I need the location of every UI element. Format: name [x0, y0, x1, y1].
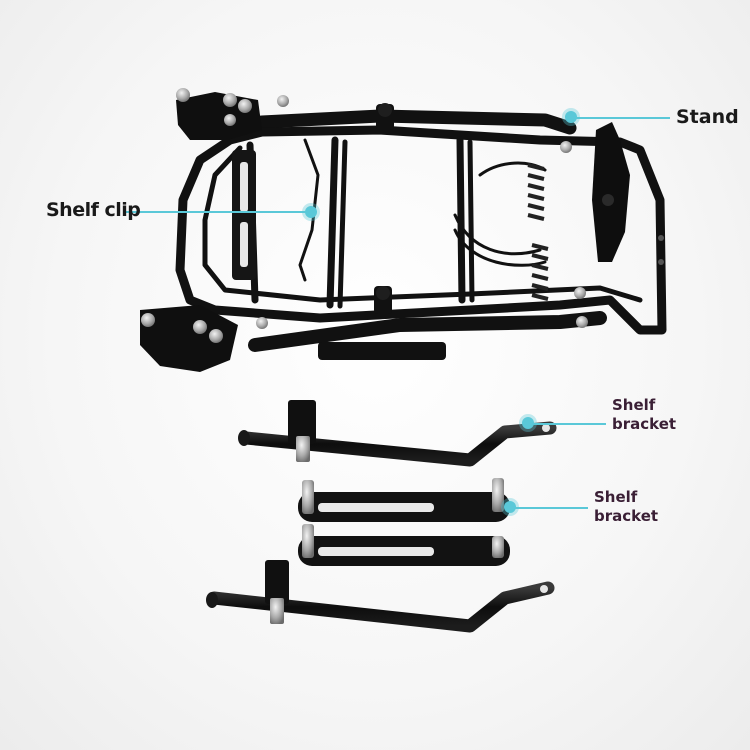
shelf-bracket-bottom-line1: Shelf	[594, 488, 638, 506]
shelf-bracket-top-line1: Shelf	[612, 396, 656, 414]
frame-slot-plate	[232, 150, 256, 280]
shelf-clip-label: Shelf clip	[46, 199, 141, 221]
bracket-top-callout-dot	[522, 417, 534, 429]
slotted-plate-lower	[298, 524, 510, 566]
stand-callout-line	[572, 117, 670, 119]
bracket-bottom-callout-line	[512, 507, 588, 509]
rack-frame	[175, 109, 667, 360]
upper-long-bracket	[238, 400, 557, 467]
top-left-clamp	[176, 88, 289, 140]
shelf-bracket-bottom-label: Shelf bracket	[594, 488, 658, 526]
shelf-bracket-top-label: Shelf bracket	[612, 396, 676, 434]
bracket-top-callout-line	[530, 423, 606, 425]
slotted-plate-upper	[298, 478, 510, 522]
stand-label: Stand	[676, 106, 739, 128]
shelf-bracket-top-line2: bracket	[612, 415, 677, 433]
stand-callout-dot	[565, 111, 577, 123]
shelf-bracket-bottom-line2: bracket	[594, 507, 659, 525]
frame-springs	[527, 163, 549, 301]
bracket-bottom-callout-dot	[504, 501, 516, 513]
lower-long-bracket	[206, 560, 555, 633]
bottom-left-clamp	[140, 305, 268, 372]
stand-plate	[592, 122, 630, 262]
frame-bolts	[374, 103, 664, 328]
shelf-clip-callout-line	[126, 211, 310, 213]
shelf-clip-callout-dot	[305, 206, 317, 218]
